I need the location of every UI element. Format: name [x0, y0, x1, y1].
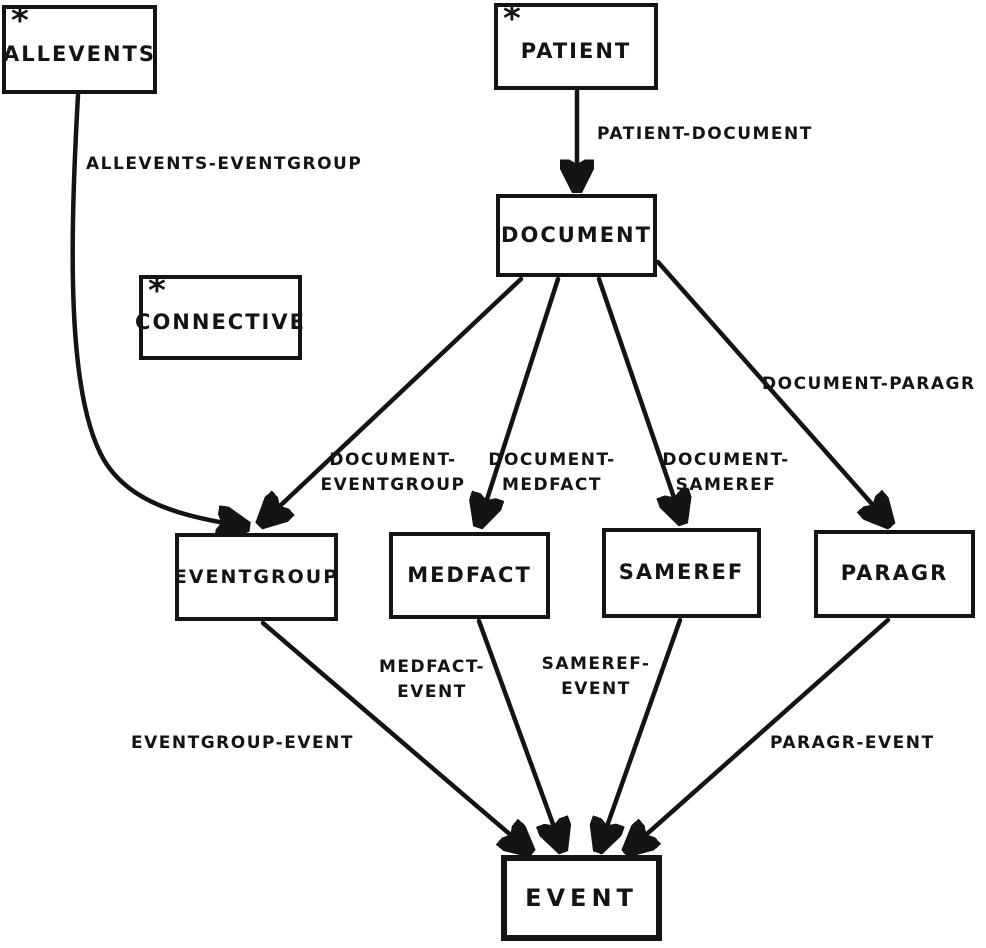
edge-label-eventgroup-event: EVENTGROUP-EVENT — [131, 733, 354, 753]
node-connective: * CONNECTIVE — [135, 271, 304, 360]
asterisk-icon: * — [503, 0, 521, 39]
node-label-paragr: PARAGR — [840, 561, 949, 586]
asterisk-icon: * — [148, 271, 166, 311]
node-sameref: SAMEREF — [602, 528, 761, 618]
node-label-eventgroup: EVENTGROUP — [173, 565, 340, 588]
edge-label-document-paragr: DOCUMENT-PARAGR — [762, 374, 976, 394]
node-label-patient: PATIENT — [520, 38, 632, 63]
node-eventgroup: EVENTGROUP — [173, 533, 340, 621]
node-paragr: PARAGR — [814, 530, 975, 618]
node-label-sameref: SAMEREF — [618, 560, 745, 585]
asterisk-icon: * — [11, 1, 29, 41]
node-document: DOCUMENT — [496, 194, 657, 277]
edge-label-medfact-event: MEDFACT- EVENT — [378, 657, 486, 702]
node-label-connective: CONNECTIVE — [135, 309, 306, 334]
edge-label-document-eventgroup: DOCUMENT- EVENTGROUP — [320, 450, 466, 495]
node-label-document: DOCUMENT — [501, 222, 652, 247]
edge-label-patient-document: PATIENT-DOCUMENT — [597, 124, 813, 144]
node-label-medfact: MEDFACT — [407, 562, 532, 587]
node-allevents: * ALLEVENTS — [2, 1, 157, 94]
edge-label-allevents-eventgroup: ALLEVENTS-EVENTGROUP — [86, 154, 363, 174]
edge-label-sameref-event: SAMEREF- EVENT — [541, 654, 651, 699]
node-patient: * PATIENT — [494, 0, 658, 90]
edge-label-document-medfact: DOCUMENT- MEDFACT — [488, 450, 616, 495]
node-medfact: MEDFACT — [389, 532, 550, 619]
node-event: EVENT — [501, 855, 662, 941]
edge-label-paragr-event: PARAGR-EVENT — [770, 733, 935, 753]
node-label-event: EVENT — [525, 883, 638, 912]
node-label-allevents: ALLEVENTS — [3, 41, 156, 66]
edge-label-document-sameref: DOCUMENT- SAMEREF — [662, 450, 790, 495]
